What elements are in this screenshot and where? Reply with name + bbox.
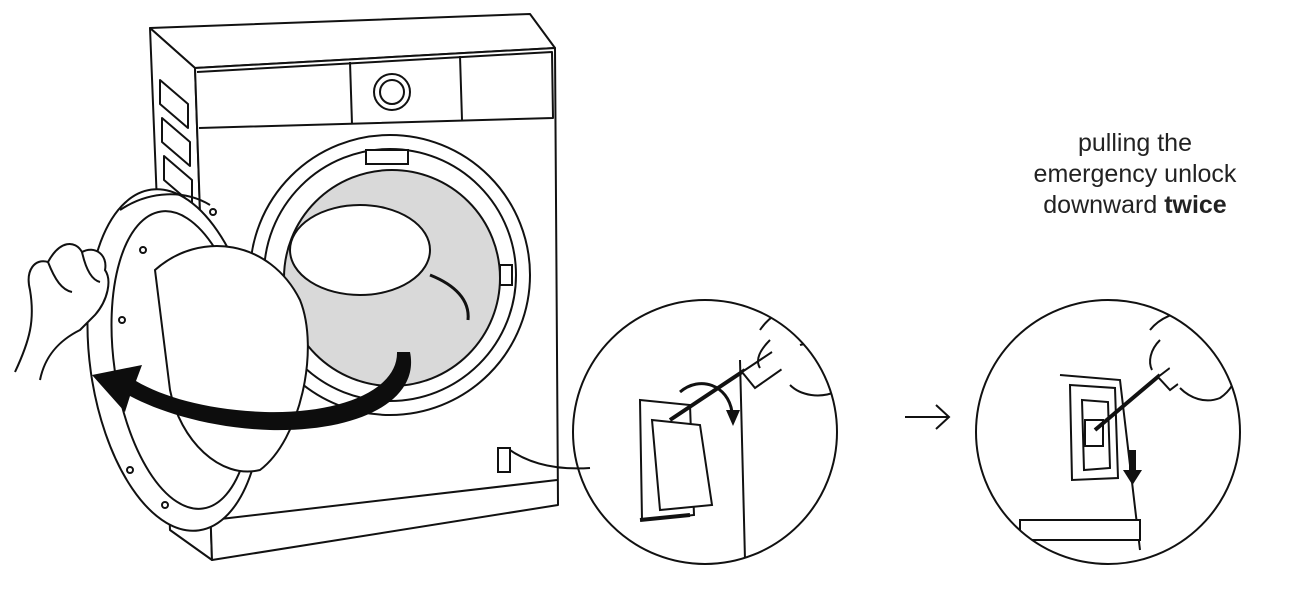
caption-emphasis: twice	[1164, 191, 1227, 219]
rotate-arrow-icon	[679, 382, 734, 413]
detail-circle-right	[975, 299, 1241, 565]
leader-line	[506, 447, 591, 470]
hand	[14, 243, 110, 381]
right-arrow-icon	[905, 404, 951, 430]
caption-line-1: pulling the	[1078, 129, 1192, 157]
caption: pulling the emergency unlock downward tw…	[1010, 128, 1260, 221]
caption-line-2: emergency unlock	[1033, 160, 1237, 188]
filter-cover-small	[497, 447, 511, 473]
caption-line-3: downward twice	[1010, 190, 1260, 221]
detail-circle-left	[572, 299, 838, 565]
drum	[249, 134, 531, 416]
curved-arrow-icon	[92, 352, 412, 431]
down-arrow-icon	[1123, 450, 1142, 485]
caption-line-3-prefix: downward	[1043, 191, 1165, 219]
